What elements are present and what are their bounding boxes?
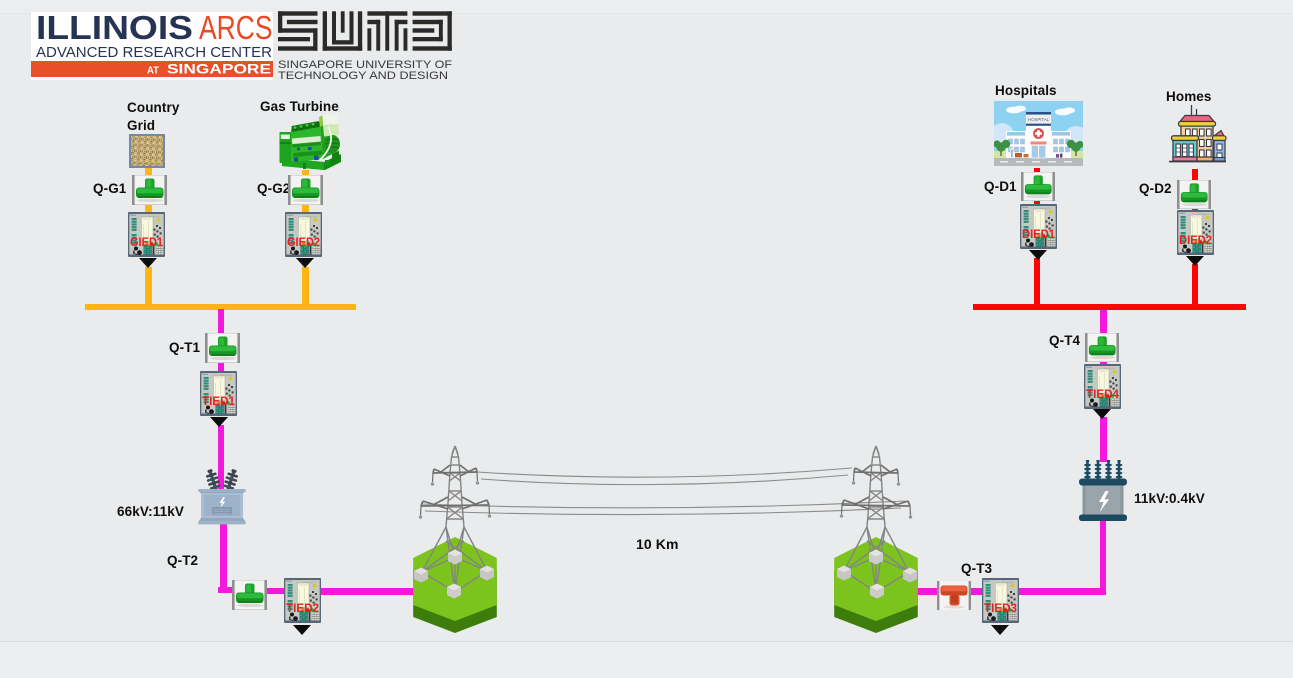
svg-text:TIED3: TIED3 (984, 603, 1017, 615)
svg-text:GIED2: GIED2 (287, 237, 320, 249)
svg-text:DIED2: DIED2 (1179, 235, 1212, 247)
svg-text:TECHNOLOGY AND DESIGN: TECHNOLOGY AND DESIGN (278, 70, 448, 82)
svg-text:AT: AT (147, 66, 159, 77)
svg-text:ILLINOIS: ILLINOIS (36, 9, 193, 46)
svg-text:SINGAPORE UNIVERSITY OF: SINGAPORE UNIVERSITY OF (278, 59, 452, 71)
svg-text:TIED1: TIED1 (202, 396, 236, 408)
svg-text:ARCS: ARCS (199, 9, 273, 46)
svg-text:GIED1: GIED1 (130, 237, 164, 249)
svg-text:SINGAPORE: SINGAPORE (167, 62, 271, 77)
svg-text:ADVANCED RESEARCH CENTER: ADVANCED RESEARCH CENTER (36, 45, 272, 61)
svg-text:TIED4: TIED4 (1086, 389, 1120, 401)
svg-text:DIED1: DIED1 (1022, 229, 1056, 241)
svg-text:HOSPITAL: HOSPITAL (1028, 117, 1050, 122)
svg-text:TIED2: TIED2 (286, 603, 319, 615)
